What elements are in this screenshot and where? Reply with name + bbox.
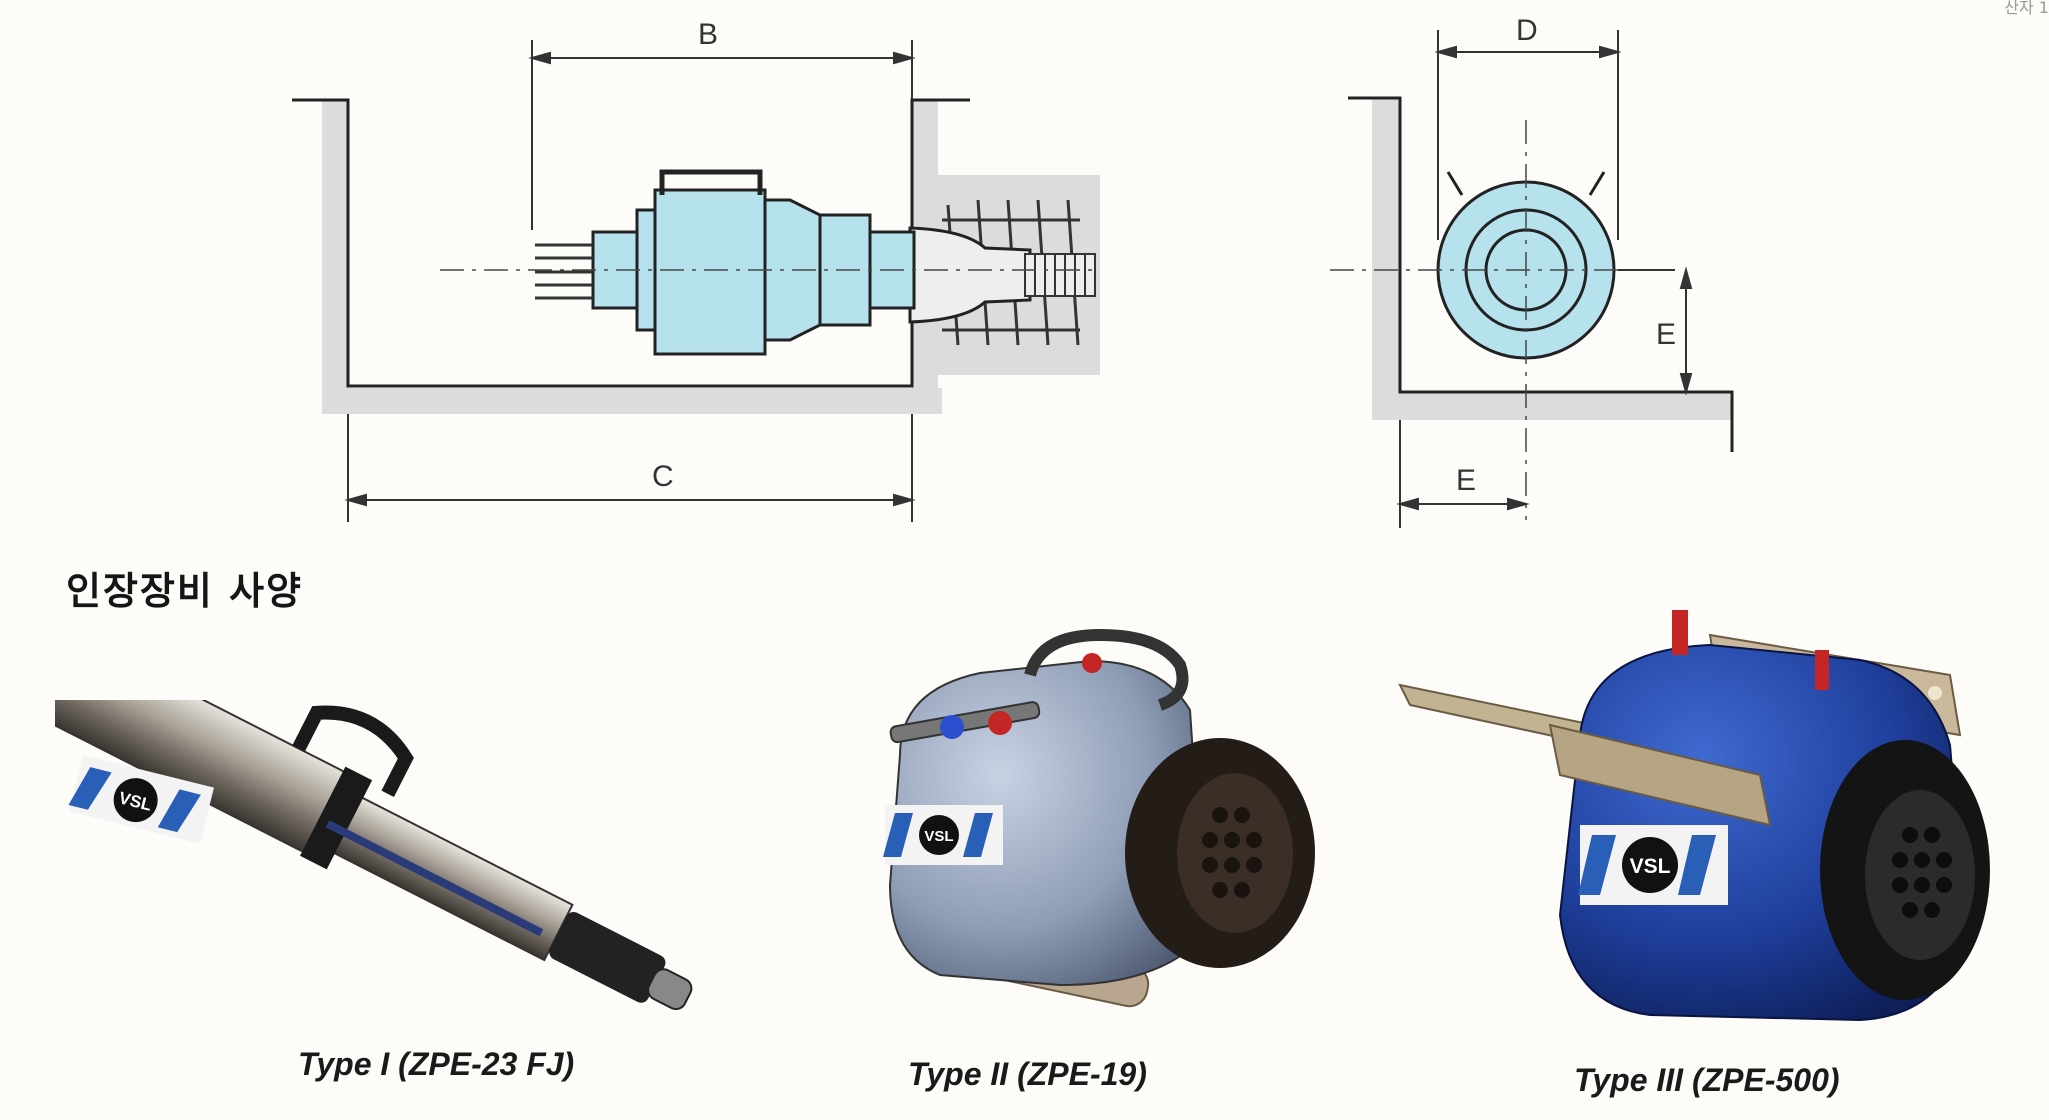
dimension-E-vertical-label: E: [1656, 318, 1677, 351]
dimension-C-label: C: [652, 460, 674, 493]
strand-tails: [535, 243, 593, 300]
jack-handle: [659, 169, 763, 195]
dimension-E-horizontal-label: E: [1456, 464, 1477, 497]
recess-outline: [292, 98, 970, 388]
strand-bundle: [1024, 253, 1096, 297]
type1-caption: Type I (ZPE-23 FJ): [298, 1046, 575, 1082]
type2-logo: VSL: [883, 805, 1003, 865]
section-title: 인장장비 사양: [66, 569, 303, 613]
jack-body: [591, 188, 916, 356]
dimension-E-horizontal: [1396, 420, 1530, 528]
dimension-B-label: B: [698, 18, 719, 51]
dimension-E-vertical: [1618, 266, 1693, 396]
type3-jack-photo: VSL: [1398, 610, 1990, 1022]
type3-caption: Type III (ZPE-500): [1574, 1062, 1840, 1098]
type2-logo-text: VSL: [924, 828, 953, 845]
anchorage-trumpet: [908, 226, 1032, 324]
type2-caption: Type II (ZPE-19): [908, 1056, 1147, 1092]
dimension-B: [528, 40, 916, 230]
dimension-D-label: D: [1516, 14, 1538, 47]
type3-logo: VSL: [1578, 825, 1728, 905]
dimension-C: [344, 414, 916, 522]
type1-logo: VSL: [68, 755, 214, 844]
front-recess-outline: [1348, 96, 1734, 452]
type2-jack-photo: VSL: [883, 628, 1315, 1008]
dimension-D: [1434, 30, 1622, 240]
corner-text: 산자 1: [2004, 0, 2049, 17]
front-recess-concrete: [1372, 98, 1732, 420]
type1-jack-photo: VSL: [55, 700, 693, 1011]
front-view-diagram: [1330, 30, 1734, 528]
side-view-diagram: [292, 40, 1100, 522]
type3-logo-text: VSL: [1630, 855, 1671, 878]
